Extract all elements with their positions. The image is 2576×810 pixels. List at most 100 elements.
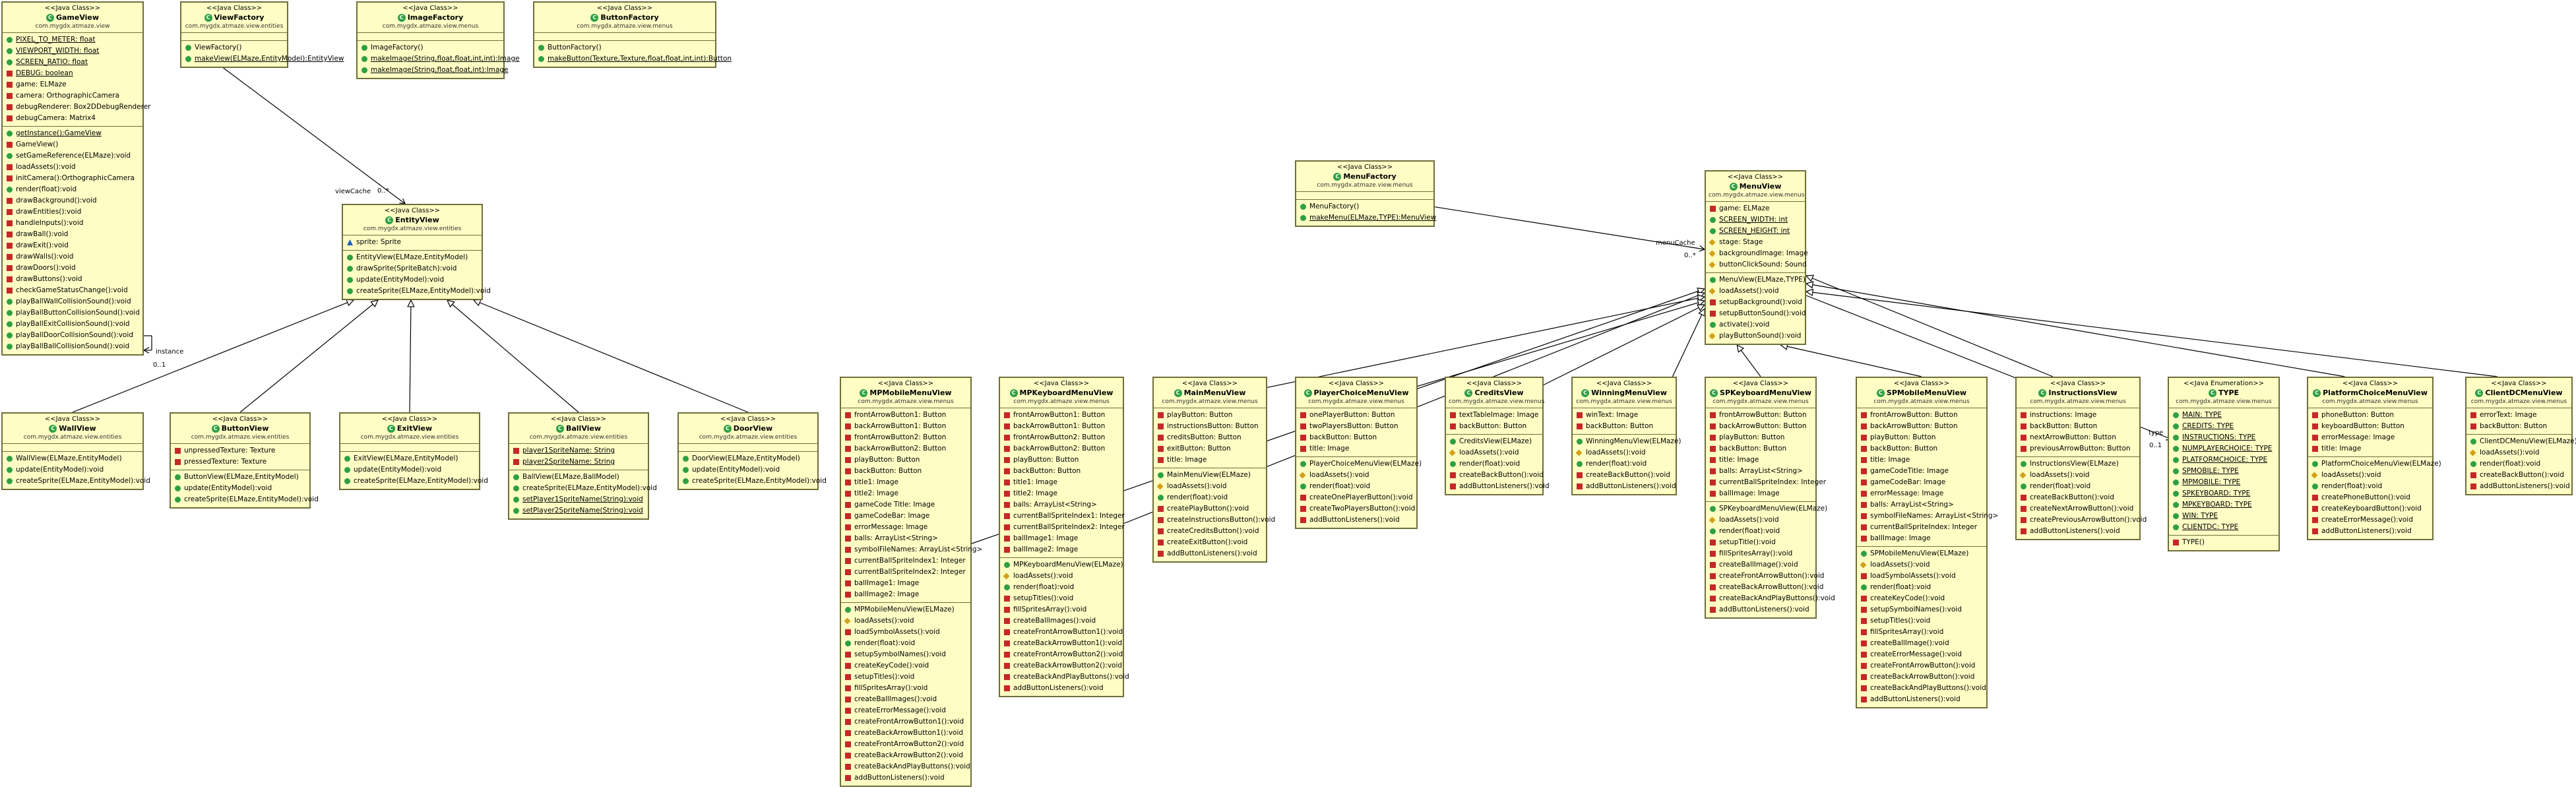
operation-row[interactable]: createErrorMessage():void bbox=[841, 705, 970, 716]
attribute-row[interactable]: DEBUG: boolean bbox=[3, 68, 142, 79]
attribute-row[interactable]: previousArrowButton: Button bbox=[2017, 443, 2139, 454]
operation-row[interactable]: addButtonListeners():void bbox=[1154, 548, 1266, 559]
operation-row[interactable]: createOnePlayerButton():void bbox=[1296, 492, 1416, 503]
operation-row[interactable]: ViewFactory() bbox=[181, 42, 287, 53]
operation-row[interactable]: MPKeyboardMenuView(ELMaze) bbox=[1000, 559, 1123, 571]
operation-row[interactable]: PlayerChoiceMenuView(ELMaze) bbox=[1296, 458, 1422, 470]
attribute-row[interactable]: title2: Image bbox=[841, 488, 970, 499]
operation-row[interactable]: createPhoneButton():void bbox=[2308, 492, 2432, 503]
attribute-row[interactable]: frontArrowButton: Button bbox=[1706, 410, 1815, 421]
operation-row[interactable]: createBallImage():void bbox=[1706, 559, 1815, 571]
attribute-row[interactable]: pressedTexture: Texture bbox=[171, 456, 309, 468]
attribute-row[interactable]: ballImage2: Image bbox=[841, 589, 970, 600]
operation-row[interactable]: addButtonListeners():void bbox=[1000, 683, 1123, 694]
operation-row[interactable]: drawExit():void bbox=[3, 240, 142, 251]
operation-row[interactable]: PlatformChoiceMenuView(ELMaze) bbox=[2308, 458, 2441, 470]
attribute-row[interactable]: title: Image bbox=[2308, 443, 2432, 454]
attribute-row[interactable]: backButton: Button bbox=[1000, 466, 1123, 477]
operation-row[interactable]: setupBackground():void bbox=[1706, 297, 1805, 308]
operation-row[interactable]: fillSpritesArray():void bbox=[1706, 548, 1815, 559]
attribute-row[interactable]: phoneButton: Button bbox=[2308, 410, 2432, 421]
attribute-row[interactable]: balls: ArrayList<String> bbox=[841, 533, 970, 544]
operation-row[interactable]: createExitButton():void bbox=[1154, 537, 1266, 548]
operation-row[interactable]: ImageFactory() bbox=[358, 42, 503, 53]
operation-row[interactable]: GameView() bbox=[3, 139, 142, 150]
operation-row[interactable]: createKeyCode():void bbox=[841, 660, 970, 671]
attribute-row[interactable]: game: ELMaze bbox=[1706, 203, 1805, 214]
attribute-row[interactable]: balls: ArrayList<String> bbox=[1000, 499, 1123, 511]
attribute-row[interactable]: currentBallSpriteIndex2: Integer bbox=[841, 567, 970, 578]
attribute-row[interactable]: PIXEL_TO_METER: float bbox=[3, 34, 142, 46]
operation-row[interactable]: createBackButton():void bbox=[1446, 470, 1544, 481]
operation-row[interactable]: setupSymbolNames():void bbox=[841, 649, 970, 660]
operation-row[interactable]: activate():void bbox=[1706, 319, 1805, 330]
operation-row[interactable]: loadAssets():void bbox=[2466, 447, 2571, 458]
operation-row[interactable]: setupSymbolNames():void bbox=[1857, 604, 1986, 615]
operation-row[interactable]: createBallImages():void bbox=[1000, 615, 1123, 627]
operation-row[interactable]: WinningMenuView(ELMaze) bbox=[1573, 436, 1681, 447]
attribute-row[interactable]: backButton: Button bbox=[1857, 443, 1986, 454]
operation-row[interactable]: createBackAndPlayButtons():void bbox=[841, 761, 970, 772]
operation-row[interactable]: render(float):void bbox=[1446, 458, 1542, 470]
operation-row[interactable]: update(EntityModel):void bbox=[171, 483, 309, 494]
attribute-row[interactable]: frontArrowButton1: Button bbox=[1000, 410, 1123, 421]
attribute-row[interactable]: title1: Image bbox=[1000, 477, 1123, 488]
operation-row[interactable]: DoorView(ELMaze,EntityModel) bbox=[679, 453, 817, 464]
operation-row[interactable]: addButtonListeners():void bbox=[2308, 526, 2432, 537]
operation-row[interactable]: createBallImage():void bbox=[1857, 638, 1986, 649]
operation-row[interactable]: render(float):void bbox=[2466, 458, 2571, 470]
operation-row[interactable]: loadAssets():void bbox=[1573, 447, 1676, 458]
attribute-row[interactable]: camera: OrthographicCamera bbox=[3, 90, 142, 102]
attribute-row[interactable]: sprite: Sprite bbox=[343, 237, 482, 248]
attribute-row[interactable]: exitButton: Button bbox=[1154, 443, 1266, 454]
attribute-row[interactable]: ballImage: Image bbox=[1857, 533, 1986, 544]
operation-row[interactable]: loadSymbolAssets():void bbox=[1857, 571, 1986, 582]
attribute-row[interactable]: title: Image bbox=[1154, 454, 1266, 466]
operation-row[interactable]: CreditsView(ELMaze) bbox=[1446, 436, 1542, 447]
attribute-row[interactable]: backArrowButton2: Button bbox=[841, 443, 970, 454]
operation-row[interactable]: createKeyboardButton():void bbox=[2308, 503, 2432, 514]
attribute-row[interactable]: playButton: Button bbox=[1154, 410, 1266, 421]
operation-row[interactable]: playBallButtonCollisionSound():void bbox=[3, 307, 142, 319]
attribute-row[interactable]: currentBallSpriteIndex: Integer bbox=[1706, 477, 1826, 488]
attribute-row[interactable]: backArrowButton: Button bbox=[1857, 421, 1986, 432]
attribute-row[interactable]: backArrowButton2: Button bbox=[1000, 443, 1123, 454]
attribute-row[interactable]: nextArrowButton: Button bbox=[2017, 432, 2139, 443]
attribute-row[interactable]: textTableImage: Image bbox=[1446, 410, 1542, 421]
operation-row[interactable]: loadAssets():void bbox=[1446, 447, 1542, 458]
operation-row[interactable]: createSprite(ELMaze,EntityModel):void bbox=[171, 494, 319, 505]
operation-row[interactable]: makeImage(String,float,float,int,int):Im… bbox=[358, 53, 520, 65]
operation-row[interactable]: playButtonSound():void bbox=[1706, 330, 1805, 342]
operation-row[interactable]: initCamera():OrthographicCamera bbox=[3, 173, 142, 184]
operation-row[interactable]: update(EntityModel):void bbox=[340, 464, 479, 476]
operation-row[interactable]: loadAssets():void bbox=[1706, 286, 1805, 297]
attribute-row[interactable]: player1SpriteName: String bbox=[509, 445, 648, 456]
operation-row[interactable]: WallView(ELMaze,EntityModel) bbox=[3, 453, 142, 464]
operation-row[interactable]: drawButtons():void bbox=[3, 274, 142, 285]
operation-row[interactable]: update(EntityModel):void bbox=[343, 274, 482, 286]
operation-row[interactable]: checkGameStatusChange():void bbox=[3, 285, 142, 296]
attribute-row[interactable]: playButton: Button bbox=[841, 454, 970, 466]
attribute-row[interactable]: MPKEYBOARD: TYPE bbox=[2169, 499, 2278, 511]
operation-row[interactable]: TYPE() bbox=[2169, 537, 2278, 548]
operation-row[interactable]: drawBall():void bbox=[3, 229, 142, 240]
attribute-row[interactable]: currentBallSpriteIndex1: Integer bbox=[841, 555, 970, 567]
operation-row[interactable]: createInstructionsButton():void bbox=[1154, 514, 1275, 526]
attribute-row[interactable]: winText: Image bbox=[1573, 410, 1676, 421]
attribute-row[interactable]: INSTRUCTIONS: TYPE bbox=[2169, 432, 2278, 443]
operation-row[interactable]: createBackArrowButton1():void bbox=[1000, 638, 1123, 649]
operation-row[interactable]: loadAssets():void bbox=[1000, 571, 1123, 582]
operation-row[interactable]: render(float):void bbox=[1857, 582, 1986, 593]
operation-row[interactable]: createSprite(ELMaze,EntityModel):void bbox=[679, 476, 827, 487]
